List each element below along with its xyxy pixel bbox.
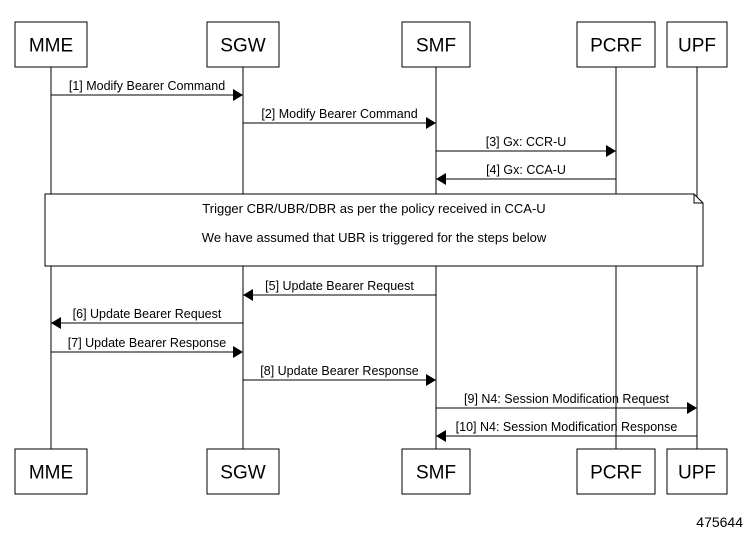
participant-box [14,448,88,495]
participant-smf-top: SMF [401,21,471,68]
participant-box [206,21,280,68]
message-8: [8] Update Bearer Response [243,364,436,386]
note-line-1: Trigger CBR/UBR/DBR as per the policy re… [202,201,545,216]
message-10: [10] N4: Session Modification Response [436,420,697,442]
message-label: [7] Update Bearer Response [68,336,226,350]
messages: [1] Modify Bearer Command [2] Modify Bear… [51,79,697,442]
message-label: [4] Gx: CCA-U [486,163,566,177]
participant-boxes: MME MME SGW SGW SMF SMF PCRF PCRF UPF UPF [14,21,728,495]
participant-label: MME [29,36,73,57]
participant-mme-top: MME [14,21,88,68]
participant-sgw-bottom: SGW [206,448,280,495]
participant-pcrf-bottom: PCRF [576,448,656,495]
participant-box [576,448,656,495]
participant-label: PCRF [590,463,642,484]
participant-upf-bottom: UPF [666,448,728,495]
participant-label: PCRF [590,36,642,57]
note-fold [693,194,703,204]
participant-label: SMF [416,36,456,57]
note: Trigger CBR/UBR/DBR as per the policy re… [44,193,704,267]
participant-upf-top: UPF [666,21,728,68]
note-box [44,193,704,267]
participant-label: SMF [416,463,456,484]
message-3: [3] Gx: CCR-U [436,135,616,157]
participant-box [576,21,656,68]
message-label: [10] N4: Session Modification Response [456,420,678,434]
participant-box [401,448,471,495]
figure-id: 475644 [696,514,743,530]
message-6: [6] Update Bearer Request [51,307,243,329]
message-label: [9] N4: Session Modification Request [464,392,669,406]
participant-label: UPF [678,36,716,57]
message-label: [5] Update Bearer Request [265,279,414,293]
message-5: [5] Update Bearer Request [243,279,436,301]
participant-smf-bottom: SMF [401,448,471,495]
participant-box [206,448,280,495]
participant-label: MME [29,463,73,484]
participant-label: UPF [678,463,716,484]
note-layer: Trigger CBR/UBR/DBR as per the policy re… [44,193,704,267]
message-2: [2] Modify Bearer Command [243,107,436,129]
participant-mme-bottom: MME [14,448,88,495]
participant-label: SGW [220,36,265,57]
participant-sgw-top: SGW [206,21,280,68]
participant-pcrf-top: PCRF [576,21,656,68]
message-9: [9] N4: Session Modification Request [436,392,697,414]
participant-box [666,21,728,68]
participant-box [401,21,471,68]
message-label: [6] Update Bearer Request [73,307,222,321]
message-label: [2] Modify Bearer Command [261,107,417,121]
message-label: [8] Update Bearer Response [260,364,418,378]
participant-label: SGW [220,463,265,484]
message-label: [3] Gx: CCR-U [486,135,567,149]
message-4: [4] Gx: CCA-U [436,163,616,185]
participant-box [666,448,728,495]
message-label: [1] Modify Bearer Command [69,79,225,93]
message-1: [1] Modify Bearer Command [51,79,243,101]
note-line-2: We have assumed that UBR is triggered fo… [202,230,547,245]
participant-box [14,21,88,68]
message-7: [7] Update Bearer Response [51,336,243,358]
